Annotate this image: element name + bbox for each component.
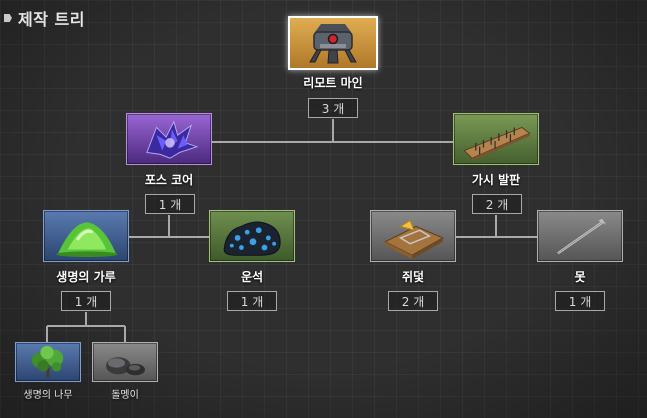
item-name-meteorite: 운석	[240, 270, 264, 284]
panel-title: 제작 트리	[18, 10, 85, 29]
item-tile-nail[interactable]	[537, 210, 623, 262]
item-qty-nail: 1 개	[555, 291, 605, 311]
item-qty-force-core: 1 개	[145, 194, 195, 214]
item-qty-life-powder: 1 개	[61, 291, 111, 311]
item-qty-meteorite: 1 개	[227, 291, 277, 311]
item-qty-mousetrap: 2 개	[388, 291, 438, 311]
item-name-force-core: 포스 코어	[144, 173, 194, 187]
tree-of-life-icon	[31, 345, 64, 378]
item-name-life-powder: 생명의 가루	[56, 270, 116, 284]
item-name-mousetrap: 쥐덫	[401, 270, 425, 284]
nail-icon	[557, 218, 606, 255]
life-powder-icon	[56, 222, 118, 258]
item-tile-remote-mine[interactable]	[288, 16, 378, 70]
panel-header: 제작 트리	[0, 6, 85, 30]
item-tile-spike-plate[interactable]	[453, 113, 539, 165]
item-qty-spike-plate: 2 개	[472, 194, 522, 214]
item-tile-life-powder[interactable]	[43, 210, 129, 262]
item-tile-meteorite[interactable]	[209, 210, 295, 262]
item-name-spike-plate: 가시 발판	[471, 173, 521, 187]
item-tile-mousetrap[interactable]	[370, 210, 456, 262]
item-tile-stone[interactable]	[92, 342, 158, 382]
force-core-icon	[146, 120, 199, 159]
spike-plate-icon	[463, 126, 531, 162]
item-tile-tree-of-life[interactable]	[15, 342, 81, 382]
meteorite-icon	[223, 221, 281, 256]
item-name-nail: 못	[574, 270, 586, 284]
mousetrap-icon	[384, 219, 444, 260]
remote-mine-icon	[309, 24, 357, 64]
item-qty-remote-mine: 3 개	[308, 98, 358, 118]
item-tile-force-core[interactable]	[126, 113, 212, 165]
item-name-remote-mine: 리모트 마인	[303, 76, 363, 90]
stone-icon	[106, 357, 145, 376]
item-name-tree-of-life: 생명의 나무	[23, 390, 73, 401]
item-name-stone: 돌멩이	[111, 390, 139, 401]
header-bullet-icon	[4, 14, 12, 22]
